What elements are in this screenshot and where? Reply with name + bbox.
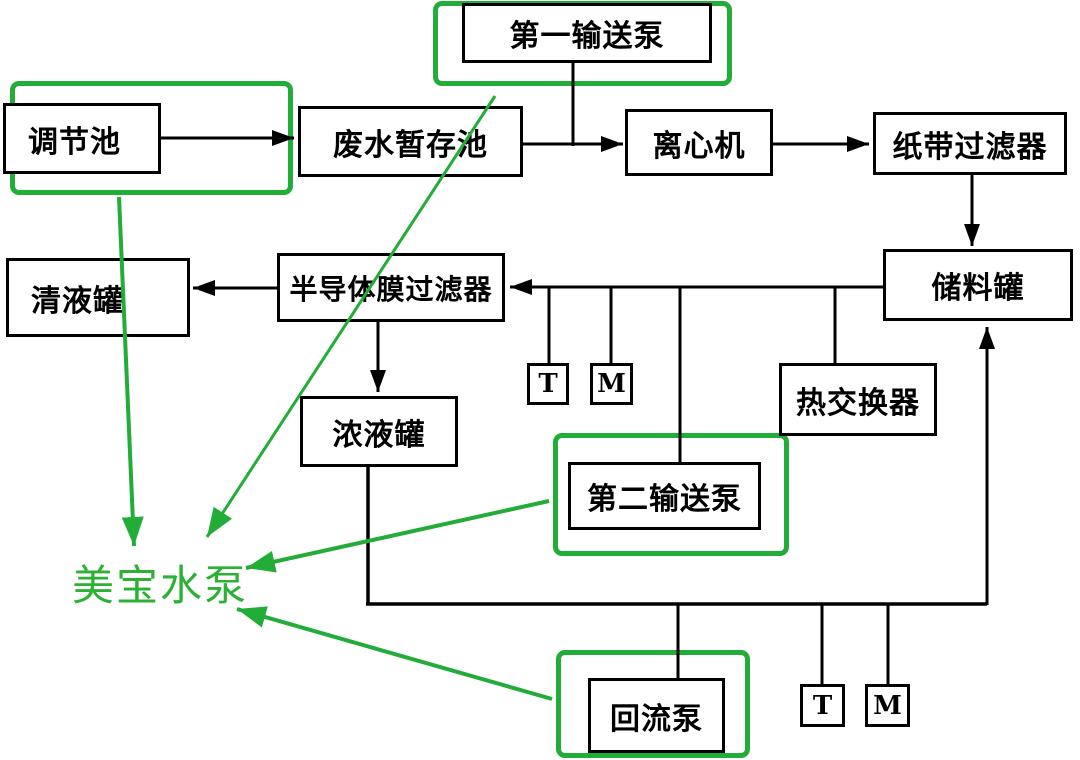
node-first-pump: 第一输送泵 <box>462 3 712 63</box>
node-second-pump: 第二输送泵 <box>568 462 761 530</box>
brand-label: 美宝水泵 <box>72 561 249 610</box>
node-return-pump: 回流泵 <box>588 678 725 753</box>
sensor-box-motor-bottom: M <box>865 684 910 727</box>
sensor-box-temperature-bottom: T <box>800 684 845 727</box>
node-concentrate-tank: 浓液罐 <box>300 396 458 467</box>
green-arrow-regulating-pool-to-brand <box>117 196 144 547</box>
node-clear-liquid-tank: 清液罐 <box>6 258 190 337</box>
node-semiconductor-membrane-filter: 半导体膜过滤器 <box>277 253 505 322</box>
node-regulating-pool: 调节池 <box>3 103 161 174</box>
highlight-frame-return-pump <box>556 650 750 758</box>
node-paper-tape-filter: 纸带过滤器 <box>873 112 1067 175</box>
node-heat-exchanger: 热交换器 <box>779 363 937 436</box>
node-centrifuge: 离心机 <box>625 109 773 176</box>
node-storage-tank: 储料罐 <box>883 249 1073 321</box>
sensor-box-temperature-mid: T <box>527 363 569 405</box>
sensor-box-motor-mid: M <box>590 363 633 405</box>
node-wastewater-pool: 废水暂存池 <box>298 106 523 177</box>
highlight-frame-second-pump <box>553 433 789 556</box>
green-arrow-return-pump-to-brand <box>236 606 553 701</box>
green-arrow-second-pump-to-brand <box>245 499 550 573</box>
